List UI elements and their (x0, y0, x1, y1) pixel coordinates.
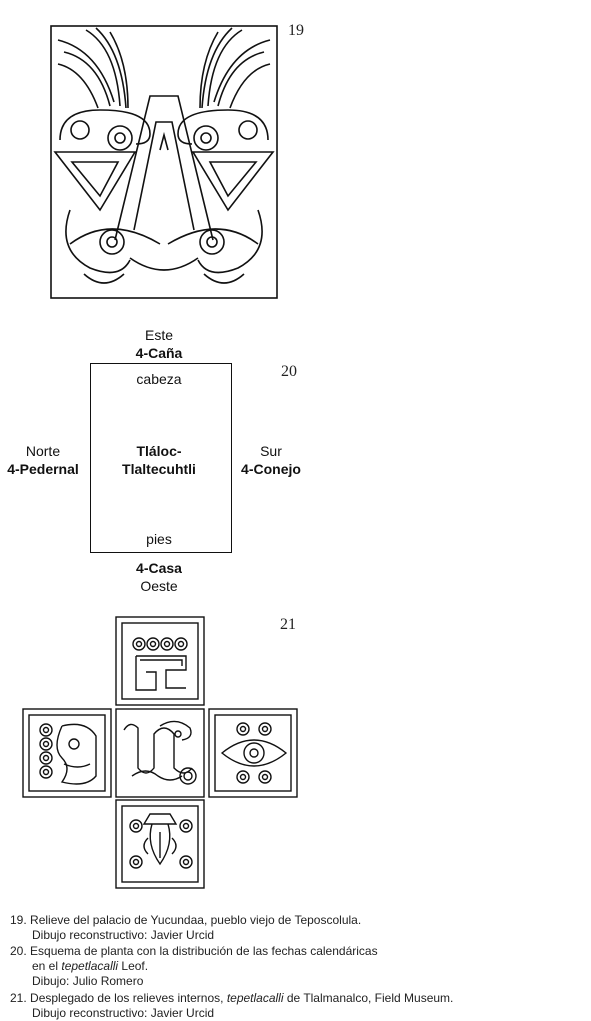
north-date-label: 4-Pedernal (7, 461, 79, 477)
caption-19-text: Relieve del palacio de Yucundaa, pueblo … (30, 913, 362, 927)
caption-20-text2-post: Leof. (118, 959, 149, 973)
west-date-label: 4-Casa (136, 560, 182, 576)
feet-label: pies (146, 531, 172, 547)
tlaloc-relief-drawing (50, 25, 278, 299)
west-direction-label: Oeste (140, 578, 178, 594)
caption-21-text-post: de Tlalmanalco, Field Museum. (283, 991, 454, 1005)
caption-20-text2-em: tepetlacalli (61, 959, 119, 973)
caption-21: 21. Desplegado de los relieves internos,… (10, 991, 453, 1021)
figure-19-number: 19 (288, 22, 304, 39)
south-date-label: 4-Conejo (241, 461, 301, 477)
caption-19-number: 19. (10, 913, 27, 927)
north-direction-label: Norte (25, 443, 61, 459)
caption-21-number: 21. (10, 991, 27, 1005)
east-date-label: 4-Caña (135, 345, 183, 361)
figure-20-number: 20 (281, 363, 297, 380)
east-direction-label: Este (144, 327, 173, 343)
tepetlacalli-plan-box (90, 363, 232, 553)
figure-21-number: 21 (280, 616, 296, 633)
deity-name-line2: Tlaltecuhtli (122, 461, 196, 477)
south-direction-label: Sur (260, 443, 282, 459)
caption-20-text: Esquema de planta con la distribución de… (30, 944, 378, 958)
caption-20-credit: Dibujo: Julio Romero (32, 974, 144, 988)
caption-21-credit: Dibujo reconstructivo: Javier Urcid (32, 1006, 215, 1020)
caption-21-text-pre: Desplegado de los relieves internos, (30, 991, 227, 1005)
caption-20: 20. Esquema de planta con la distribució… (10, 944, 378, 989)
head-label: cabeza (136, 371, 182, 387)
caption-19-credit: Dibujo reconstructivo: Javier Urcid (32, 928, 215, 942)
caption-19: 19. Relieve del palacio de Yucundaa, pue… (10, 913, 361, 943)
tlalmanalco-reliefs-drawing (22, 616, 298, 889)
deity-name-line1: Tláloc- (136, 443, 182, 459)
caption-20-number: 20. (10, 944, 27, 958)
caption-21-text-em: tepetlacalli (226, 991, 284, 1005)
caption-20-text2-pre: en el (32, 959, 62, 973)
